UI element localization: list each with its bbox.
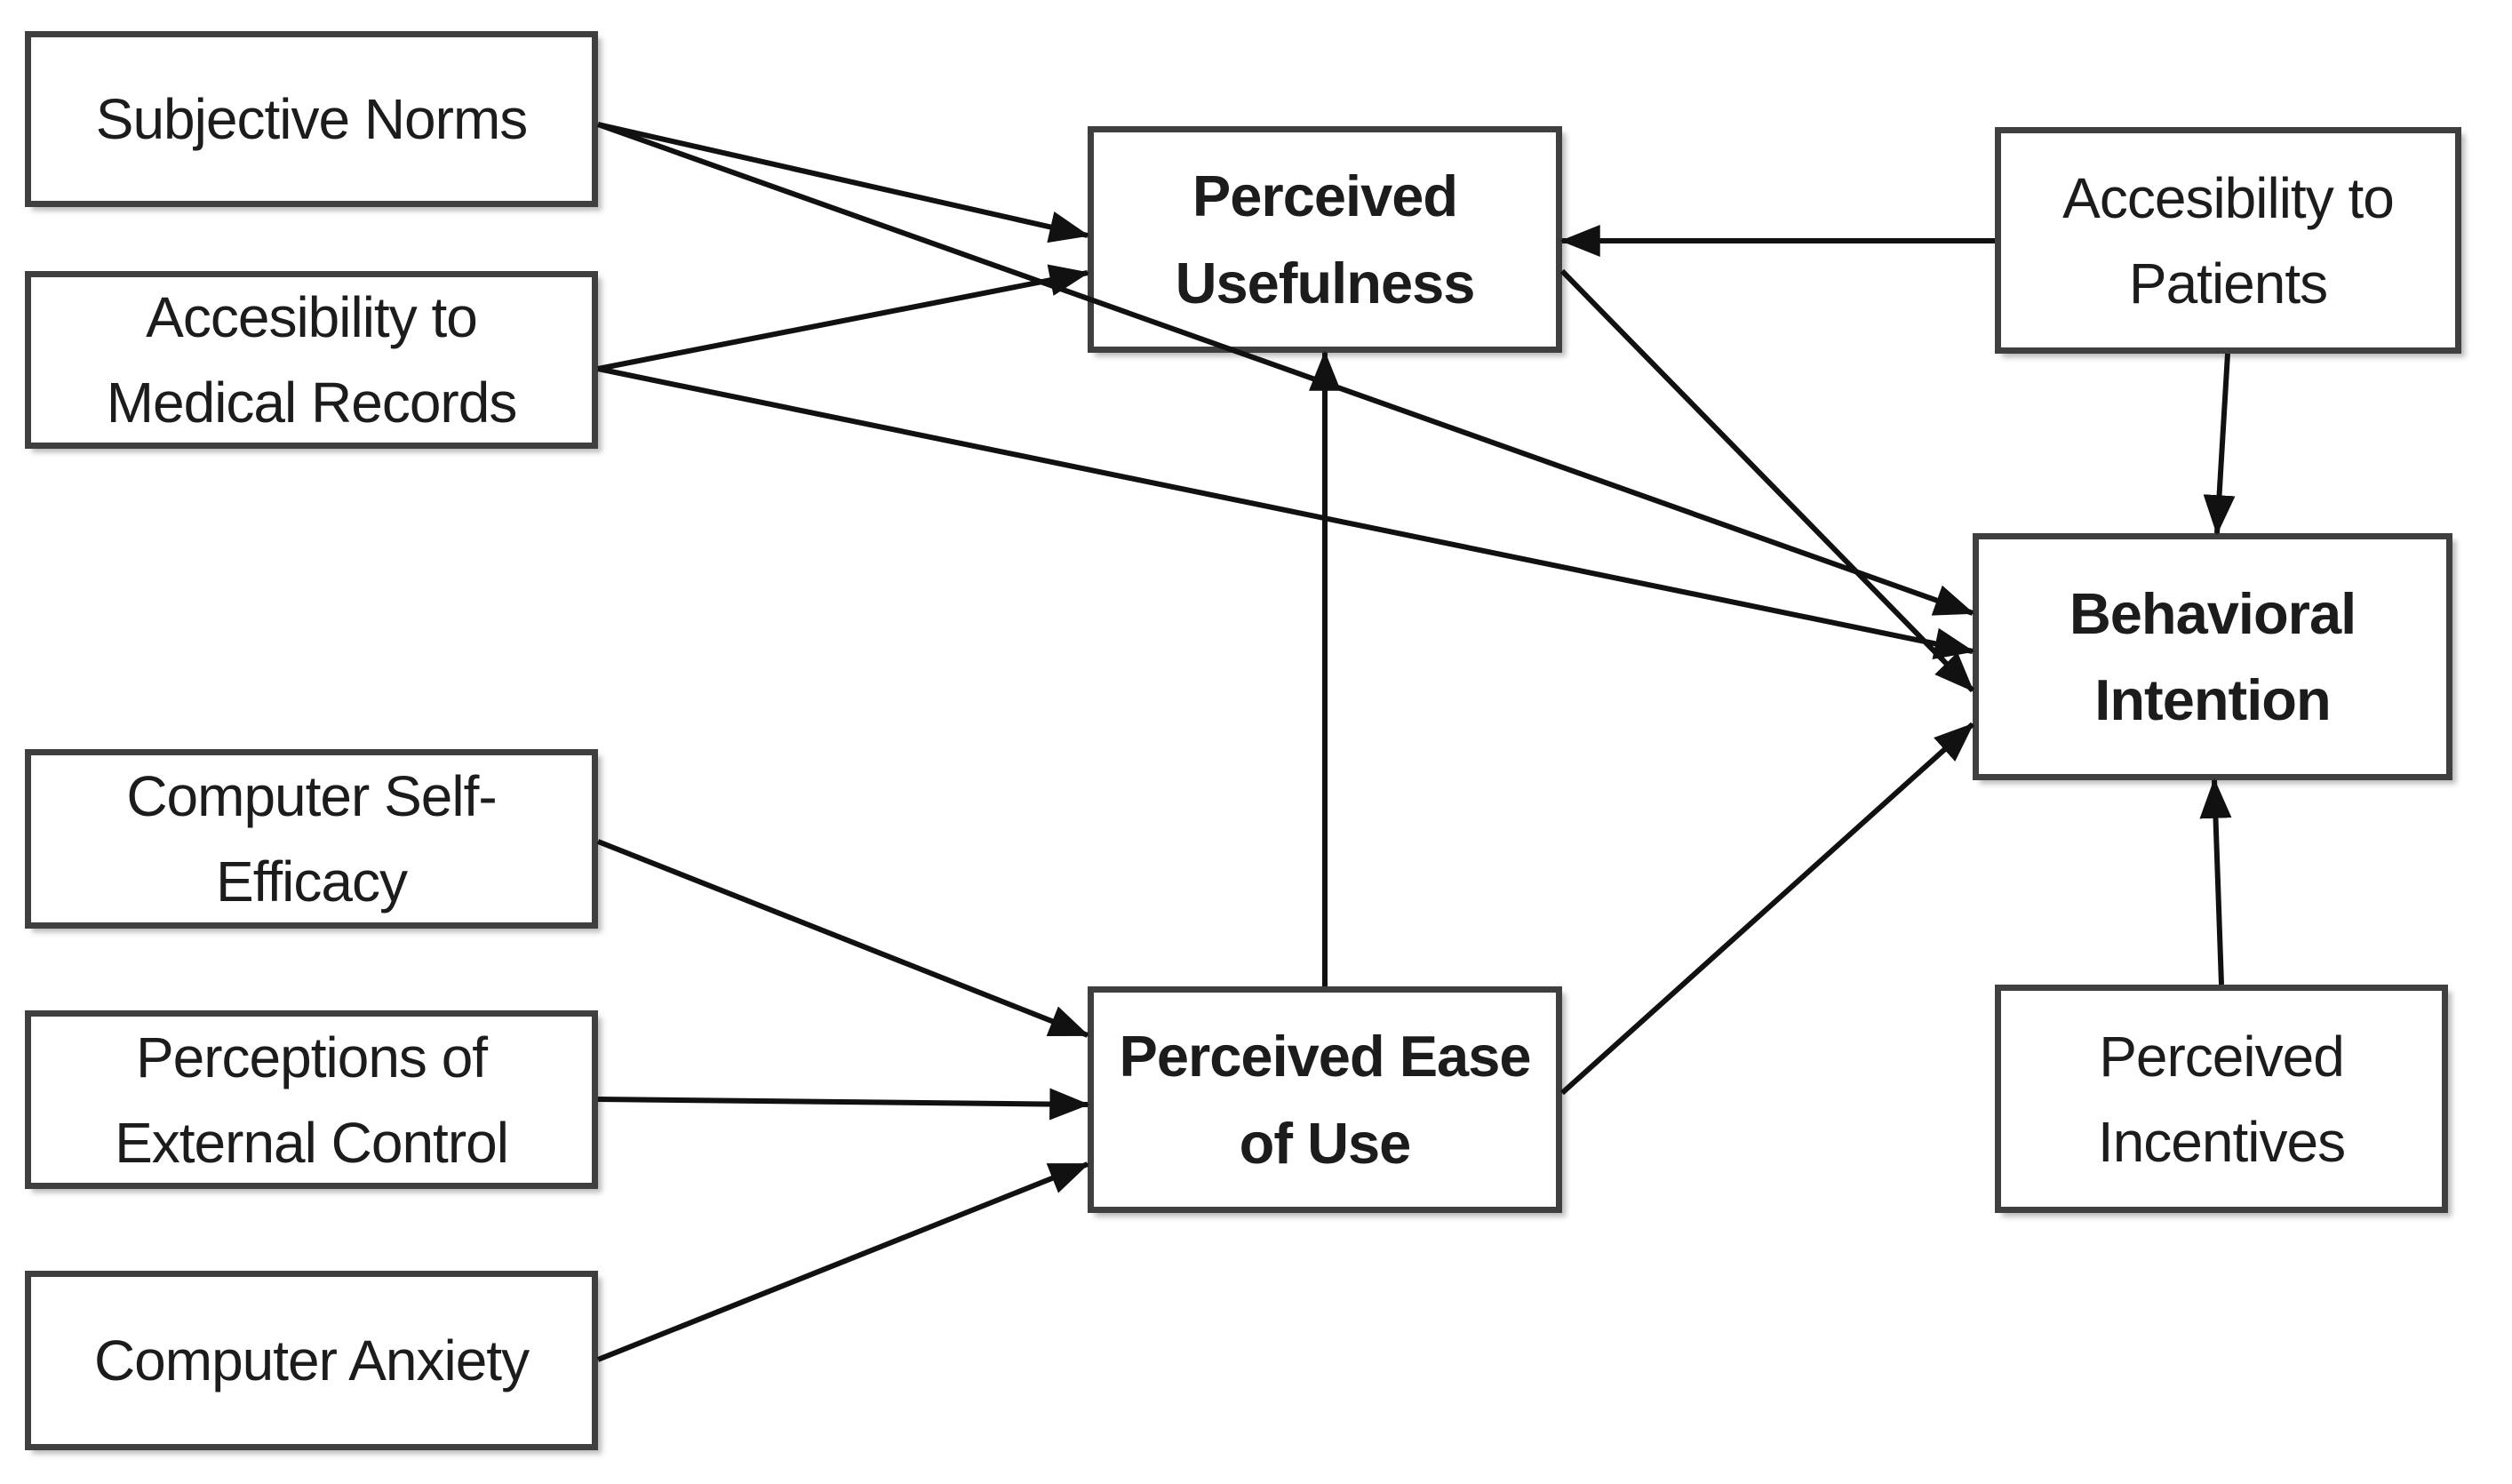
node-perceived-incentives-label: Perceived Incentives bbox=[2097, 1024, 2346, 1174]
node-perceived-incentives: Perceived Incentives bbox=[1995, 985, 2448, 1213]
node-perceptions-of-external-control-label: Perceptions of External Control bbox=[115, 1025, 509, 1175]
node-computer-self-efficacy: Computer Self- Efficacy bbox=[25, 749, 598, 929]
arrow-atp-bi bbox=[2203, 353, 2236, 536]
node-computer-self-efficacy-label: Computer Self- Efficacy bbox=[126, 764, 497, 914]
arrow-pu-bi bbox=[1559, 268, 1975, 693]
arrow-pec-peou bbox=[597, 1088, 1090, 1121]
arrow-amr-pu bbox=[597, 264, 1090, 371]
node-behavioral-intention-label: Behavioral Intention bbox=[2069, 580, 2356, 733]
node-subjective-norms: Subjective Norms bbox=[25, 31, 598, 207]
node-perceived-usefulness: Perceived Usefulness bbox=[1088, 126, 1562, 353]
node-accessibility-to-medical-records: Accesibility to Medical Records bbox=[25, 271, 598, 449]
node-computer-anxiety: Computer Anxiety bbox=[25, 1271, 598, 1450]
node-accessibility-to-patients: Accesibility to Patients bbox=[1995, 127, 2461, 354]
arrow-cse-peou bbox=[596, 839, 1090, 1038]
arrow-ca-peou bbox=[596, 1161, 1090, 1362]
node-computer-anxiety-label: Computer Anxiety bbox=[93, 1328, 530, 1392]
arrow-pi-bi bbox=[2199, 778, 2232, 985]
arrow-peou-bi bbox=[1559, 722, 1975, 1096]
node-perceived-usefulness-label: Perceived Usefulness bbox=[1175, 164, 1476, 315]
node-behavioral-intention: Behavioral Intention bbox=[1973, 533, 2452, 780]
node-perceived-ease-of-use: Perceived Ease of Use bbox=[1088, 986, 1562, 1213]
arrow-amr-bi bbox=[597, 366, 1975, 660]
node-accessibility-to-patients-label: Accesibility to Patients bbox=[2062, 165, 2395, 315]
arrow-sn-pu bbox=[597, 122, 1090, 243]
node-perceptions-of-external-control: Perceptions of External Control bbox=[25, 1010, 598, 1189]
node-subjective-norms-label: Subjective Norms bbox=[95, 87, 529, 151]
node-accessibility-to-medical-records-label: Accesibility to Medical Records bbox=[106, 285, 518, 435]
node-perceived-ease-of-use-label: Perceived Ease of Use bbox=[1119, 1024, 1531, 1176]
